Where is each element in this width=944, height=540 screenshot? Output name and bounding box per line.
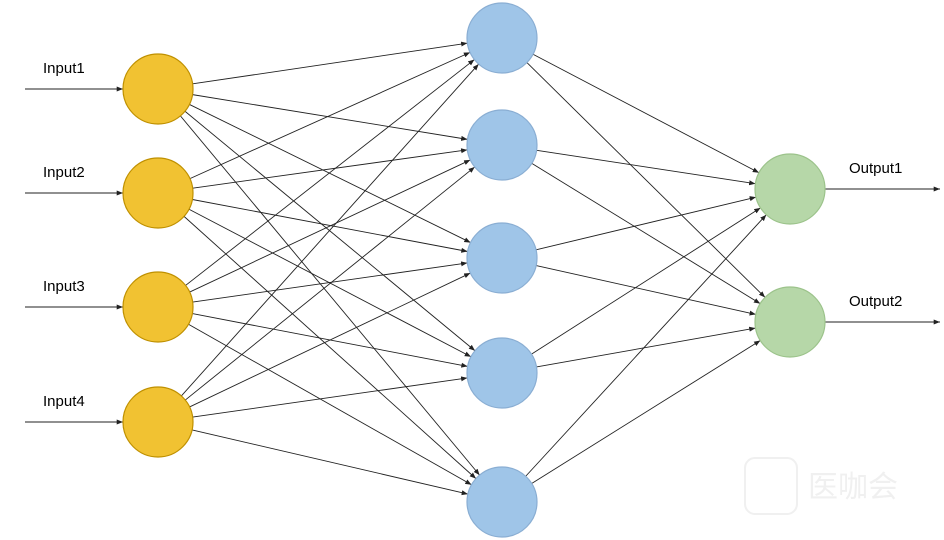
input-node-2 (122, 157, 194, 229)
edge-hidden5-output2 (531, 340, 761, 484)
edge-hidden3-output1 (535, 196, 757, 251)
edge-input1-hidden3 (189, 104, 471, 243)
edge-input1-hidden5 (180, 115, 480, 476)
edge-input2-hidden2 (192, 148, 468, 189)
edge-hidden2-output1 (536, 149, 756, 186)
edge-input4-hidden4 (192, 376, 468, 418)
input-label-4: Input4 (43, 393, 85, 410)
output-node-1 (754, 153, 826, 225)
hidden-node-2 (466, 109, 538, 181)
input-label-2: Input2 (43, 164, 85, 181)
watermark-logo-icon (744, 457, 798, 515)
edge-hidden4-output1 (531, 207, 761, 355)
edge-input4-hidden2 (184, 166, 476, 401)
edge-input1-hidden2 (192, 94, 468, 141)
input-node-3 (122, 271, 194, 343)
edge-hidden5-output1 (525, 214, 767, 477)
input-label-3: Input3 (43, 278, 85, 295)
edge-input4-hidden3 (189, 272, 471, 408)
input-label-1: Input1 (43, 60, 85, 77)
input-node-1 (122, 53, 194, 125)
edge-input4-hidden5 (191, 429, 469, 496)
edge-input2-hidden5 (183, 216, 477, 479)
edge-hidden1-output2 (526, 62, 766, 298)
output-node-2 (754, 286, 826, 358)
edge-input3-hidden5 (188, 323, 472, 486)
output-label-2: Output2 (849, 293, 902, 310)
watermark: 医咖会 (744, 457, 898, 515)
edge-input2-hidden3 (192, 199, 468, 253)
edge-input2-hidden1 (189, 51, 471, 180)
edge-hidden1-output1 (532, 53, 760, 174)
edge-input3-hidden3 (192, 261, 468, 303)
input-node-4 (122, 386, 194, 458)
nodes (122, 2, 826, 538)
edges (25, 41, 940, 496)
hidden-node-5 (466, 466, 538, 538)
edge-input3-hidden1 (185, 59, 475, 286)
watermark-text: 医咖会 (808, 470, 898, 505)
edge-input3-hidden2 (189, 159, 471, 293)
output-label-1: Output1 (849, 160, 902, 177)
hidden-node-1 (466, 2, 538, 74)
edge-input1-hidden1 (192, 41, 468, 85)
edge-hidden3-output2 (536, 265, 756, 316)
edge-input1-hidden4 (184, 110, 476, 352)
edge-hidden2-output2 (531, 162, 761, 305)
edge-input4-hidden1 (181, 63, 479, 397)
edge-hidden4-output2 (536, 326, 756, 368)
hidden-node-3 (466, 222, 538, 294)
hidden-node-4 (466, 337, 538, 409)
